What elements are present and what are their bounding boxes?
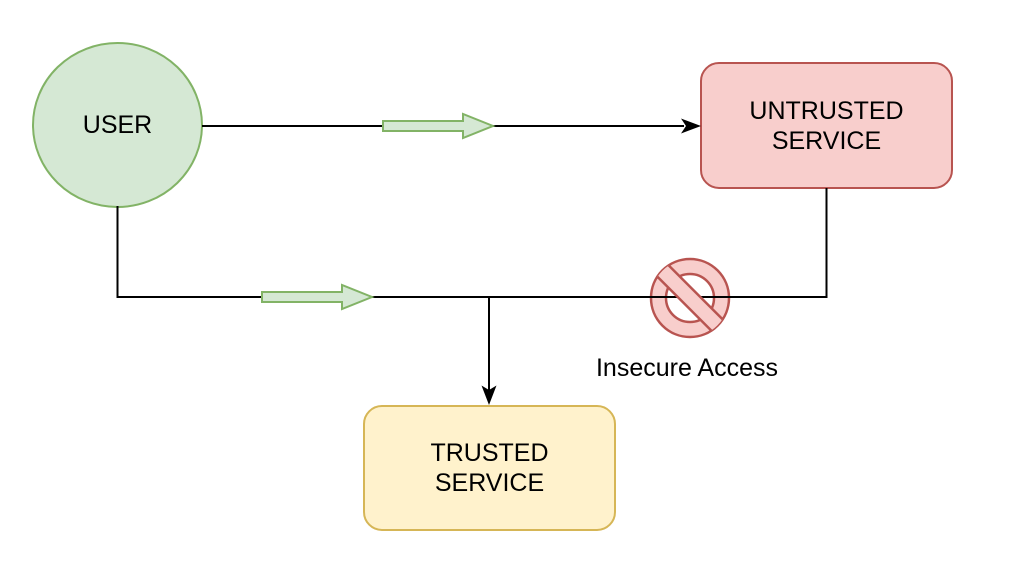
untrusted-service-node [700,62,953,189]
flow-arrow-top [382,112,496,140]
arrowhead-into-untrusted [681,118,701,134]
edge-user-untrusted-bottom-path [116,188,828,298]
user-node [32,42,203,208]
arrowhead-into-trusted [481,385,497,405]
flow-arrow-bottom [261,283,375,311]
trusted-service-node [363,405,616,531]
